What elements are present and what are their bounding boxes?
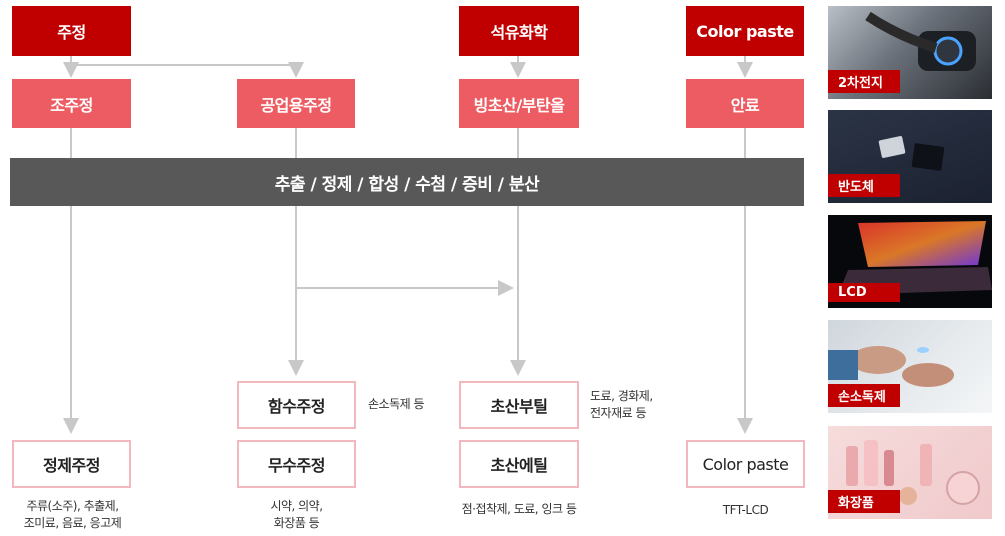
note-butyl-use-line2: 전자재료 등	[590, 406, 647, 420]
node-petrochemical: 석유화학	[459, 6, 579, 56]
node-color-paste-product: Color paste	[686, 440, 805, 488]
photo-lcd-caption: LCD	[828, 283, 900, 302]
hands-icon	[828, 346, 954, 387]
ev-charger-icon	[865, 11, 976, 71]
note-anhydrous-use: 시약, 의약, 화장품 등	[237, 498, 356, 532]
note-anhydrous-use-line1: 시약, 의약,	[270, 499, 323, 513]
photo-battery-caption: 2차전지	[828, 70, 900, 93]
photo-semiconductor: 반도체	[828, 110, 992, 203]
note-refined-use: 주류(소주), 추출제, 조미료, 음료, 응고제	[0, 498, 145, 532]
note-refined-use-line2: 조미료, 음료, 응고제	[23, 516, 122, 530]
note-refined-use-line1: 주류(소주), 추출제,	[26, 499, 119, 513]
chip-icon	[878, 136, 945, 171]
note-anhydrous-use-line2: 화장품 등	[273, 516, 320, 530]
node-refined-alcohol: 정제주정	[12, 440, 131, 488]
photo-sanitizer-caption: 손소독제	[828, 384, 900, 407]
note-hydrous-use: 손소독제 등	[368, 397, 425, 411]
node-anhydrous-alcohol: 무수주정	[237, 440, 356, 488]
node-jujeong: 주정	[12, 6, 131, 56]
note-paste-use: TFT-LCD	[722, 503, 769, 517]
cosmetics-icon	[846, 440, 980, 505]
photo-cosmetics-caption: 화장품	[828, 490, 900, 513]
connector-jujeong-industrial	[71, 62, 304, 78]
process-bar: 추출 / 정제 / 합성 / 수첨 / 증비 / 분산	[10, 158, 804, 206]
photo-cosmetics: 화장품	[828, 426, 992, 519]
note-butyl-use: 도료, 경화제, 전자재료 등	[590, 388, 653, 422]
node-ethyl-acetate: 초산에틸	[459, 440, 579, 488]
node-hydrous-alcohol: 함수주정	[237, 381, 356, 429]
node-butyl-acetate: 초산부틸	[459, 381, 579, 429]
note-ethyl-use: 점·접착제, 도료, 잉크 등	[461, 502, 577, 516]
photo-battery: 2차전지	[828, 6, 992, 99]
note-butyl-use-line1: 도료, 경화제,	[590, 389, 653, 403]
photo-lcd: LCD	[828, 215, 992, 308]
photo-sanitizer: 손소독제	[828, 320, 992, 413]
node-acetic-butanol: 빙초산/부탄올	[459, 79, 579, 128]
node-pigment: 안료	[686, 79, 804, 128]
node-jojujeong: 조주정	[12, 79, 131, 128]
node-color-paste-source: Color paste	[686, 6, 804, 56]
photo-semiconductor-caption: 반도체	[828, 174, 900, 197]
node-industrial-alcohol: 공업용주정	[237, 79, 355, 128]
